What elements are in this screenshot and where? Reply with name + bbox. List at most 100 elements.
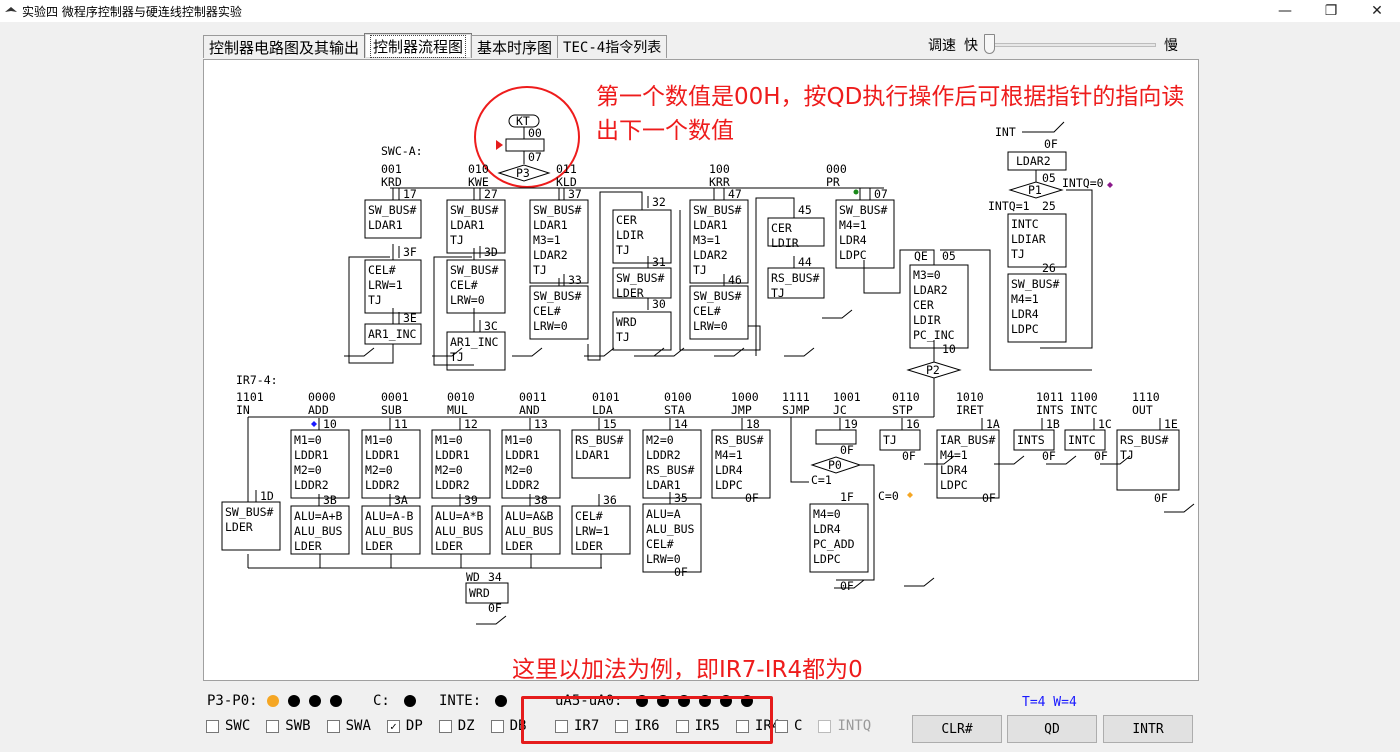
block-47 [689,199,749,284]
microinstruction-text: RS_BUS# [646,463,695,477]
switch-dp-checkbox[interactable]: ✓DP [386,718,423,734]
p3-diamond [497,164,551,182]
checkbox-box[interactable] [818,719,832,733]
checkbox-box[interactable] [490,719,504,733]
p2-lamp [287,695,300,707]
microinstruction-text: CEL# [368,263,396,277]
ir-ir6-checkbox[interactable]: IR6 [615,718,660,734]
pointer-arrow-icon [496,140,503,150]
speed-slider[interactable] [984,34,1156,56]
checkbox-box[interactable] [206,719,219,733]
block-13 [501,429,561,499]
checkbox-box[interactable] [775,719,788,733]
block-1B [1013,429,1055,451]
ir-code: 1001 [833,390,861,404]
flow-line [1022,121,1065,133]
microinstruction-text: TJ [616,243,630,257]
microinstruction-text: LDER [575,539,603,553]
checkbox-box[interactable] [555,719,568,733]
tab-flowchart[interactable]: 控制器流程图 [364,33,473,58]
ir-ir4-checkbox[interactable]: IR4 [735,718,780,734]
tab-instructions[interactable]: TEC-4指令列表 [557,35,668,58]
checkbox-box[interactable] [615,719,629,733]
block-34 [465,582,509,604]
address-label: 10 [942,342,956,356]
ir-code: 0010 [447,390,475,404]
switch-swb-checkbox[interactable]: SWB [266,718,311,734]
microinstruction-text: M3=0 [913,268,941,282]
jump-stub [1164,503,1195,513]
intq0-label: INTQ=0 [1062,176,1104,190]
checkbox-box[interactable] [735,719,749,733]
microinstruction-text: M1=0 [505,433,533,447]
microinstruction-text: ALU_BUS [365,524,414,538]
ir-name: INTC [1070,403,1098,417]
checkbox-box[interactable]: ✓ [386,719,400,733]
switch-swc-checkbox[interactable]: SWC [206,718,250,734]
microinstruction-text: M2=0 [435,463,463,477]
block-32 [612,209,672,264]
branch-code: 100 [709,162,730,176]
ir-ir5-checkbox[interactable]: IR5 [675,718,720,734]
microinstruction-text: RS_BUS# [1120,433,1169,447]
ir-name: SUB [381,403,402,417]
checkbox-box[interactable] [675,719,689,733]
branch-name: KWE [468,175,489,189]
intr-button[interactable]: INTR [1103,715,1193,743]
wd-label: WD [466,570,480,584]
flowchart-diagram: KT0007P3SWC-A:001KRD010KWE011KLD100KRR00… [221,86,1195,625]
p3p0-label: P3-P0: [207,693,258,709]
address-label: 18 [746,417,760,431]
microinstruction-text: TJ [450,350,464,364]
switch-swa-checkbox[interactable]: SWA [326,718,371,734]
microinstruction-text: LDAR2 [533,248,568,262]
checkbox-box[interactable] [438,719,452,733]
microinstruction-text: M1=0 [365,433,393,447]
start-box [505,138,545,152]
maximize-button[interactable]: ❐ [1324,3,1338,19]
ir-ir7-checkbox[interactable]: IR7 [555,718,599,734]
address-label: 15 [603,417,617,431]
microinstruction-text: TJ [1011,247,1025,261]
tab-bar: 控制器电路图及其输出 控制器流程图 基本时序图 TEC-4指令列表 [203,33,668,58]
close-button[interactable]: ✕ [1371,3,1383,19]
block-3D [446,259,506,314]
speed-slider-thumb[interactable] [984,34,995,54]
jump-stub [512,347,543,357]
microinstruction-text: LDAR2 [913,283,948,297]
extra-c-checkbox[interactable]: C [775,718,802,734]
qd-button[interactable]: QD [1007,715,1097,743]
address-label: 36 [603,493,617,507]
ir-name: IN [236,403,250,417]
address-label: 27 [484,187,498,201]
address-label: 12 [464,417,478,431]
ir-code: 0101 [592,390,620,404]
ir-name: AND [519,403,540,417]
tab-timing[interactable]: 基本时序图 [471,35,559,58]
address-label: 1C [1098,417,1112,431]
microinstruction-text: CEL# [533,304,561,318]
checkbox-label: IR6 [634,718,660,734]
jump-stub [822,309,853,319]
address-label: 1F [840,490,854,504]
checkbox-box[interactable] [326,719,340,733]
address-label: 14 [674,417,688,431]
microinstruction-text: TJ [368,293,382,307]
address-label: 0F [840,443,854,457]
c-lamp [403,695,416,707]
switch-dz-checkbox[interactable]: DZ [438,718,475,734]
flow-line [433,256,474,366]
block-1A [936,429,1000,499]
checkbox-box[interactable] [266,719,280,733]
microinstruction-text: ALU_BUS [646,522,695,536]
checkbox-label: C [794,718,803,734]
jump-stub [1046,455,1077,465]
minimize-button[interactable]: — [1278,3,1292,19]
tab-circuit[interactable]: 控制器电路图及其输出 [203,35,366,58]
swc-label: SWC-A: [381,144,423,158]
clr-button[interactable]: CLR# [912,715,1002,743]
microinstruction-text: LDDR1 [294,448,329,462]
address-label: 38 [534,493,548,507]
